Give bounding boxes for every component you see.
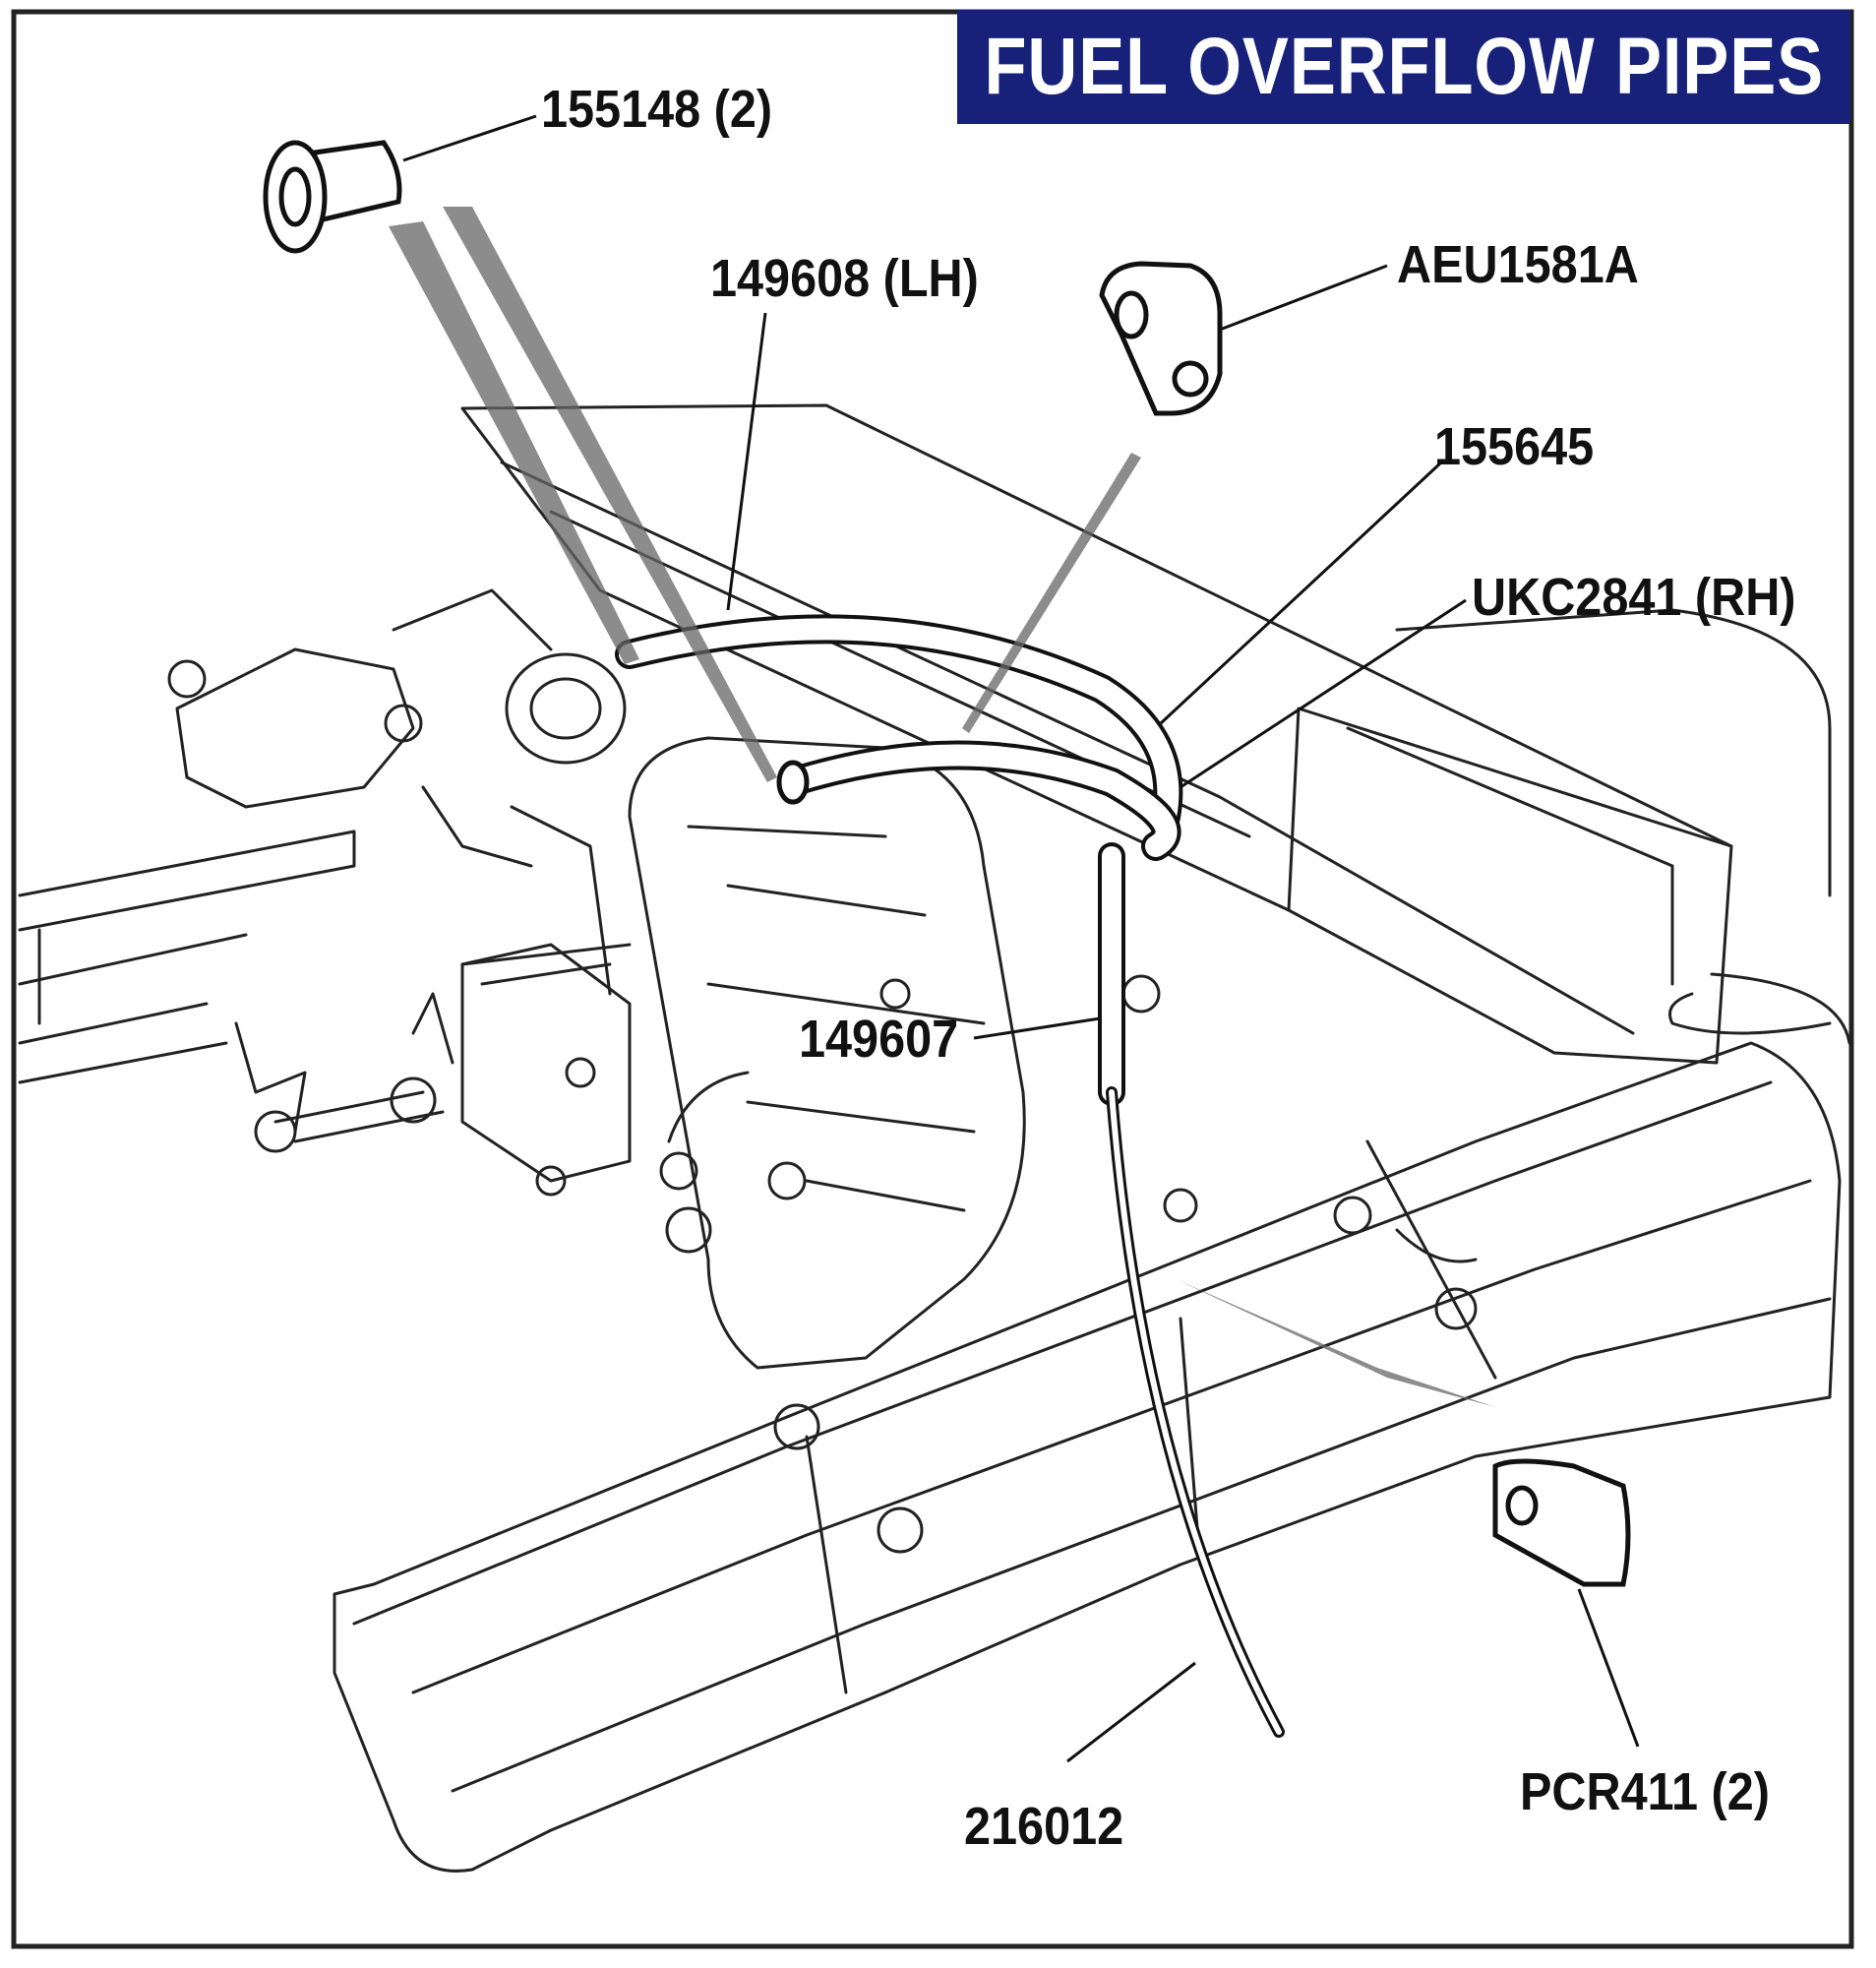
clip-pcr411 — [1492, 1458, 1631, 1587]
callout-155148: 155148 (2) — [541, 80, 773, 139]
leader-216012 — [1066, 1661, 1196, 1763]
carburettor — [628, 736, 1026, 1370]
callout-149608: 149608 (LH) — [710, 249, 979, 308]
title-banner: FUEL OVERFLOW PIPES — [957, 10, 1850, 124]
callout-pcr411: PCR411 (2) — [1520, 1762, 1770, 1821]
throttle-linkage — [460, 943, 632, 1183]
leader-155148 — [402, 114, 537, 162]
chassis-rail — [18, 830, 356, 932]
leader-149608 — [726, 312, 767, 611]
callout-155645: 155645 — [1434, 417, 1595, 476]
air-cleaner-housing — [460, 403, 1733, 1065]
callout-aeu1581a: AEU1581A — [1397, 235, 1639, 294]
leader-149607 — [973, 1016, 1101, 1040]
rocker-cover — [333, 1041, 1842, 1873]
leader-pcr411 — [1577, 1588, 1640, 1748]
leader-aeu1581a — [1219, 264, 1388, 332]
callout-216012: 216012 — [964, 1797, 1124, 1856]
drain-pipe — [1106, 1086, 1285, 1738]
callout-ukc2841: UKC2841 (RH) — [1472, 568, 1796, 627]
clip-aeu1581a — [1099, 261, 1223, 416]
diagram-frame — [11, 9, 1854, 1949]
float-chamber — [505, 652, 627, 765]
leader-155645 — [1159, 461, 1443, 725]
leader-ukc2841 — [1180, 598, 1467, 789]
bush-155148 — [263, 140, 402, 254]
callout-149607: 149607 — [799, 1010, 959, 1069]
diagram-title: FUEL OVERFLOW PIPES — [984, 22, 1824, 111]
